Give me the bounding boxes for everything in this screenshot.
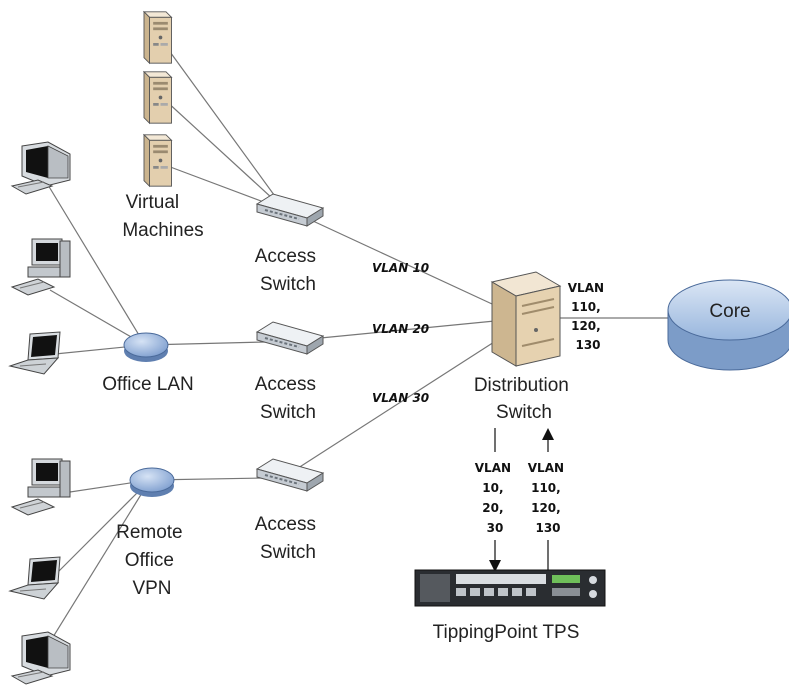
access-switch-1-label: Access Switch bbox=[255, 246, 322, 295]
switch-icon bbox=[256, 458, 324, 492]
desktop-crt-icon bbox=[11, 631, 71, 685]
access-switch-3-label: Access Switch bbox=[255, 514, 322, 563]
distribution-switch-label: Distribution Switch bbox=[474, 375, 574, 423]
office-lan-label: Office LAN bbox=[102, 374, 194, 395]
server-icon bbox=[143, 134, 172, 187]
desktop-computer-icon bbox=[11, 458, 71, 516]
distribution-switch-icon bbox=[490, 271, 562, 367]
hub-icon bbox=[123, 332, 169, 362]
laptop-icon bbox=[9, 331, 61, 375]
remote-office-vpn-label: Remote Office VPN bbox=[116, 522, 188, 599]
access-switch-2-label: Access Switch bbox=[255, 374, 322, 423]
laptop-icon bbox=[9, 556, 61, 600]
switch-icon bbox=[256, 193, 324, 227]
desktop-crt-icon bbox=[11, 141, 71, 195]
down-arrow-icon bbox=[489, 428, 501, 572]
ips-appliance-icon bbox=[414, 569, 606, 607]
server-icon bbox=[143, 71, 172, 124]
tippingpoint-tps-label: TippingPoint TPS bbox=[433, 622, 580, 643]
core-cylinder-icon bbox=[667, 279, 789, 371]
vlan-10-label: VLAN 10 bbox=[372, 261, 429, 275]
core-link-vlan-label: VLAN 110, 120, 130 bbox=[568, 281, 608, 352]
switch-icon bbox=[256, 321, 324, 355]
vlan-20-label: VLAN 20 bbox=[372, 322, 429, 336]
down-link-vlan-label: VLAN 10, 20, 30 bbox=[475, 461, 515, 535]
core-label: Core bbox=[709, 301, 750, 322]
up-link-vlan-label: VLAN 110, 120, 130 bbox=[528, 461, 568, 535]
vlan-30-label: VLAN 30 bbox=[372, 391, 429, 405]
virtual-machines-label: Virtual Machines bbox=[122, 192, 203, 241]
hub-icon bbox=[129, 467, 175, 497]
server-icon bbox=[143, 11, 172, 64]
up-arrow-icon bbox=[542, 428, 554, 572]
desktop-computer-icon bbox=[11, 238, 71, 296]
